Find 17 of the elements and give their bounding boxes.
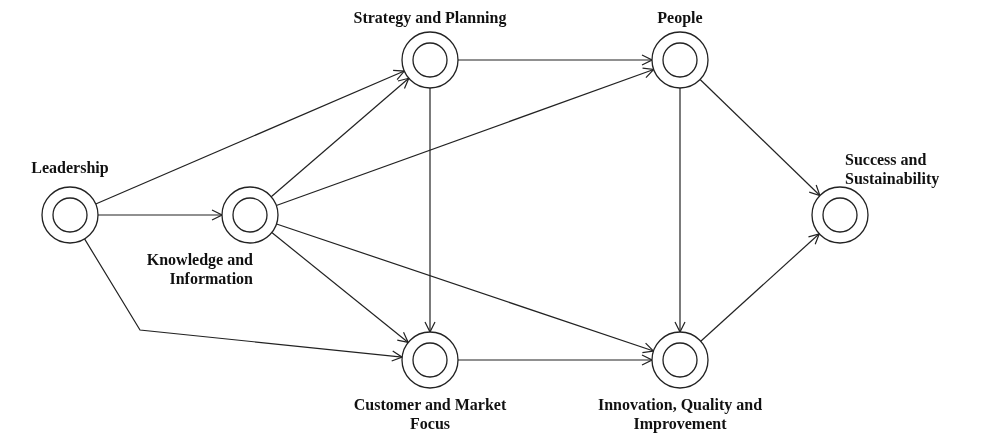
node-label: Success and Sustainability — [845, 150, 941, 188]
arrow — [83, 238, 403, 362]
arrow — [275, 223, 655, 354]
arrow — [424, 87, 436, 333]
arrow — [270, 77, 410, 198]
arrow — [275, 67, 655, 207]
node-label: Leadership — [30, 158, 110, 177]
node-label: Customer and Market Focus — [352, 395, 508, 433]
arrow — [674, 87, 686, 333]
arrow — [95, 69, 405, 205]
node-label: Innovation, Quality and Improvement — [596, 395, 764, 433]
arrow — [271, 231, 409, 344]
node-label: Strategy and Planning — [352, 8, 508, 27]
node-label: People — [656, 8, 704, 27]
arrow — [699, 78, 821, 197]
node-label: Knowledge and Information — [145, 250, 253, 288]
arrow — [700, 233, 820, 342]
